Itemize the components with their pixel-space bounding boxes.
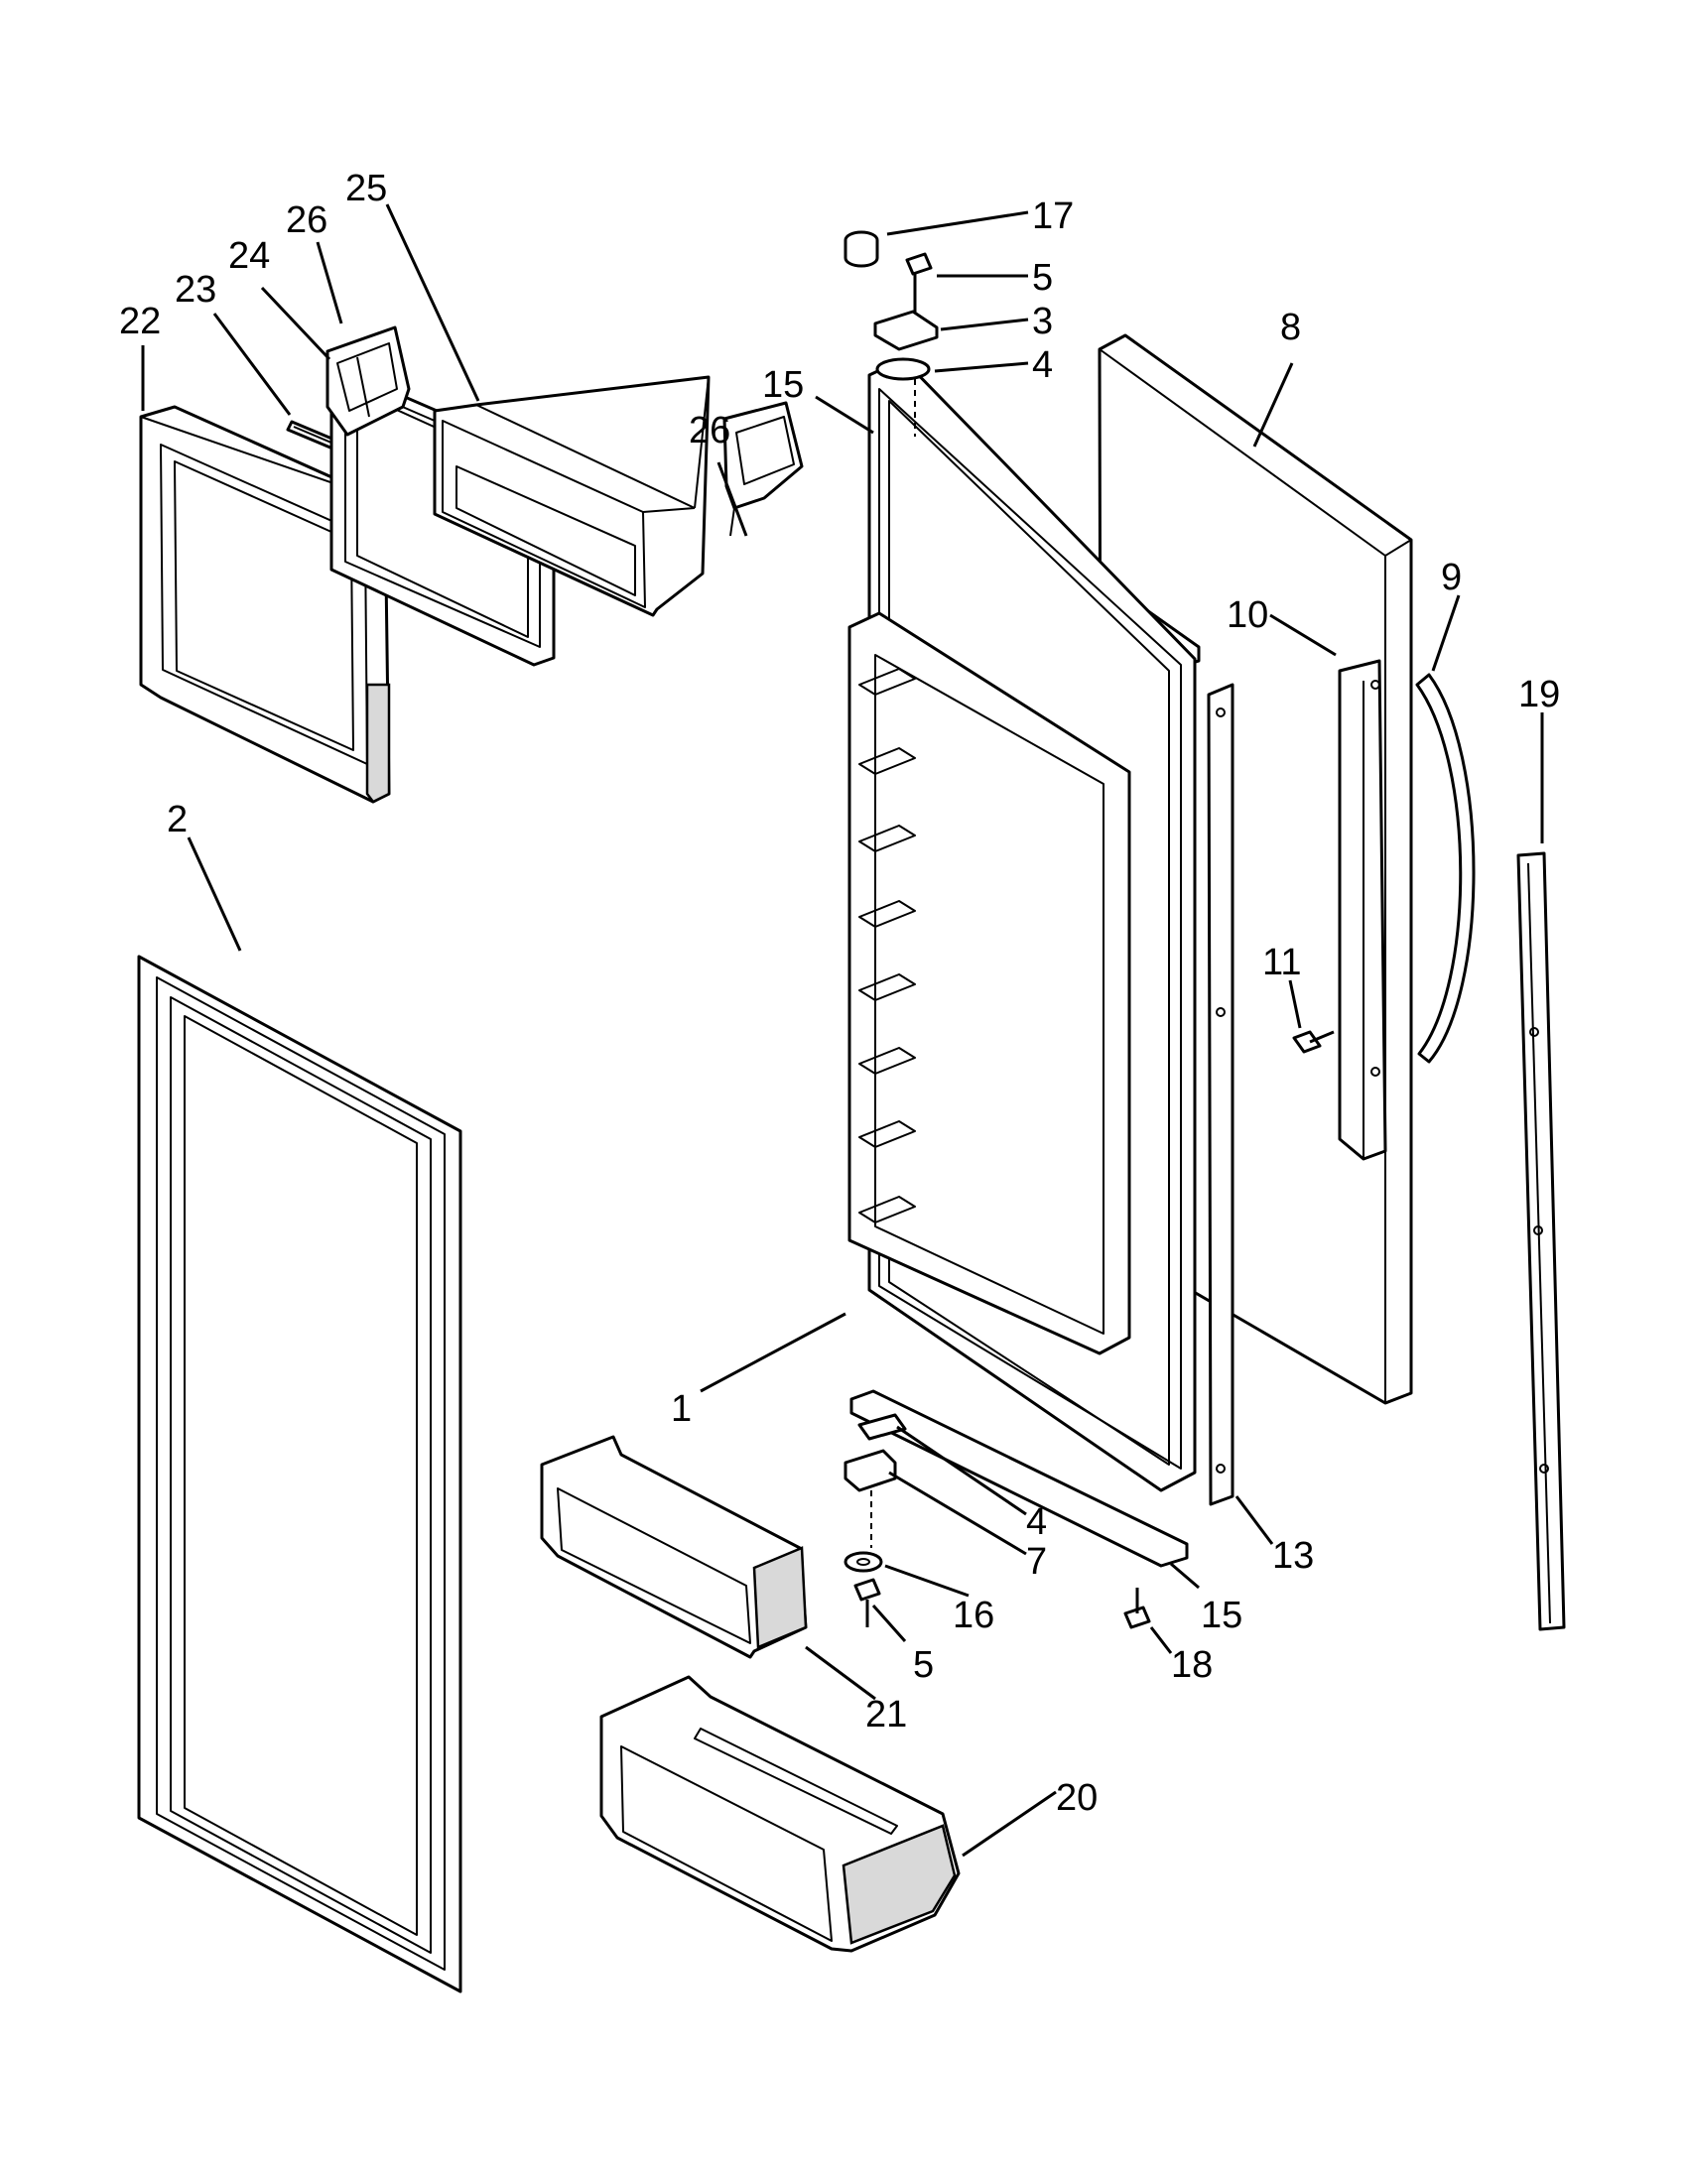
bottom-trim-strip xyxy=(849,1389,1189,1568)
callout-4-bottom: 4 xyxy=(1026,1501,1047,1543)
callout-18: 18 xyxy=(1171,1644,1213,1686)
bin-end-cap-right xyxy=(722,401,804,537)
callout-23: 23 xyxy=(175,269,216,311)
handle-screw xyxy=(1292,1030,1335,1054)
callout-22: 22 xyxy=(119,301,161,342)
bottom-hinge xyxy=(844,1449,897,1492)
callout-7: 7 xyxy=(1026,1541,1047,1583)
callout-24: 24 xyxy=(228,235,270,277)
callout-25: 25 xyxy=(345,168,387,209)
callout-21: 21 xyxy=(865,1694,907,1735)
callout-19: 19 xyxy=(1518,674,1560,715)
door-gasket xyxy=(137,955,462,1993)
callout-16: 16 xyxy=(953,1595,994,1636)
callout-2: 2 xyxy=(167,799,188,840)
handle-trim xyxy=(1516,851,1566,1631)
hinge-shim-top xyxy=(875,357,931,381)
washer xyxy=(844,1551,883,1573)
dairy-bin xyxy=(433,375,711,617)
callout-8: 8 xyxy=(1280,307,1301,348)
door-handle xyxy=(1415,673,1476,1064)
door-liner xyxy=(847,357,1197,1492)
callout-20: 20 xyxy=(1056,1777,1098,1819)
top-hinge xyxy=(873,310,939,351)
hinge-cap xyxy=(844,230,879,268)
callout-26-left: 26 xyxy=(286,199,327,241)
side-trim xyxy=(1207,683,1234,1506)
door-shelf-small xyxy=(540,1435,808,1659)
callout-10: 10 xyxy=(1227,594,1268,636)
hinge-shim-bottom xyxy=(857,1413,907,1441)
callout-26-right: 26 xyxy=(689,410,730,451)
callout-5-bottom: 5 xyxy=(913,1644,934,1686)
callout-13: 13 xyxy=(1272,1535,1314,1577)
callout-17: 17 xyxy=(1032,195,1074,237)
trim-screw xyxy=(1123,1588,1151,1629)
callout-15-bottom: 15 xyxy=(1201,1595,1242,1636)
callout-9: 9 xyxy=(1441,557,1462,598)
callout-5-top: 5 xyxy=(1032,257,1053,299)
callout-11: 11 xyxy=(1262,942,1301,983)
bin-end-cap-left xyxy=(325,325,411,437)
leader-lines xyxy=(141,203,1544,1858)
callout-4-top: 4 xyxy=(1032,344,1053,386)
callout-15-top: 15 xyxy=(762,364,804,406)
door-shelf-large xyxy=(599,1675,961,1953)
handle-bracket xyxy=(1338,659,1387,1161)
callout-labels: 17 5 3 4 8 15 26 25 24 23 22 26 10 9 19 … xyxy=(119,168,1560,1819)
callout-3: 3 xyxy=(1032,301,1053,342)
hinge-screw-bottom xyxy=(853,1578,881,1627)
callout-1: 1 xyxy=(671,1388,692,1430)
hinge-screw-top xyxy=(905,252,933,320)
